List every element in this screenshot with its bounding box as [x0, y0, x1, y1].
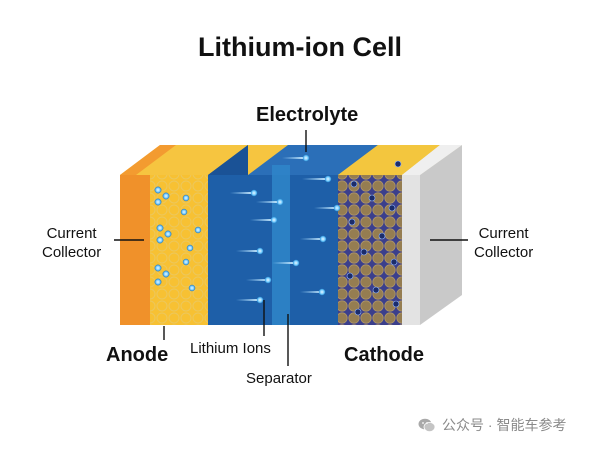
anode-ions: [154, 186, 202, 292]
wechat-icon: [418, 418, 436, 432]
diagram-title: Lithium-ion Cell: [198, 32, 402, 62]
cathode-current-collector: [402, 175, 420, 325]
cell-right-face: [420, 145, 462, 325]
left-current-collector-label: Current Collector: [42, 224, 101, 262]
watermark: 公众号 · 智能车参考: [418, 415, 566, 435]
electrolyte-label: Electrolyte: [256, 104, 359, 126]
left-collector-line1: Current: [46, 225, 97, 242]
leader-lines: [114, 130, 468, 366]
separator-label: Separator: [246, 370, 312, 387]
electrolyte-ions: [230, 154, 341, 304]
right-collector-line1: Current: [478, 225, 529, 242]
watermark-text: 公众号 · 智能车参考: [442, 417, 567, 433]
cathode-ions: [346, 160, 402, 316]
left-collector-line2: Collector: [42, 244, 102, 261]
lithium-ions-label: Lithium Ions: [190, 340, 271, 357]
right-current-collector-label: Current Collector: [474, 224, 533, 262]
right-collector-line2: Collector: [474, 244, 534, 261]
anode-label: Anode: [106, 344, 169, 366]
separator-membrane: [272, 165, 290, 325]
anode-current-collector: [120, 175, 150, 325]
cathode-label: Cathode: [344, 344, 424, 366]
